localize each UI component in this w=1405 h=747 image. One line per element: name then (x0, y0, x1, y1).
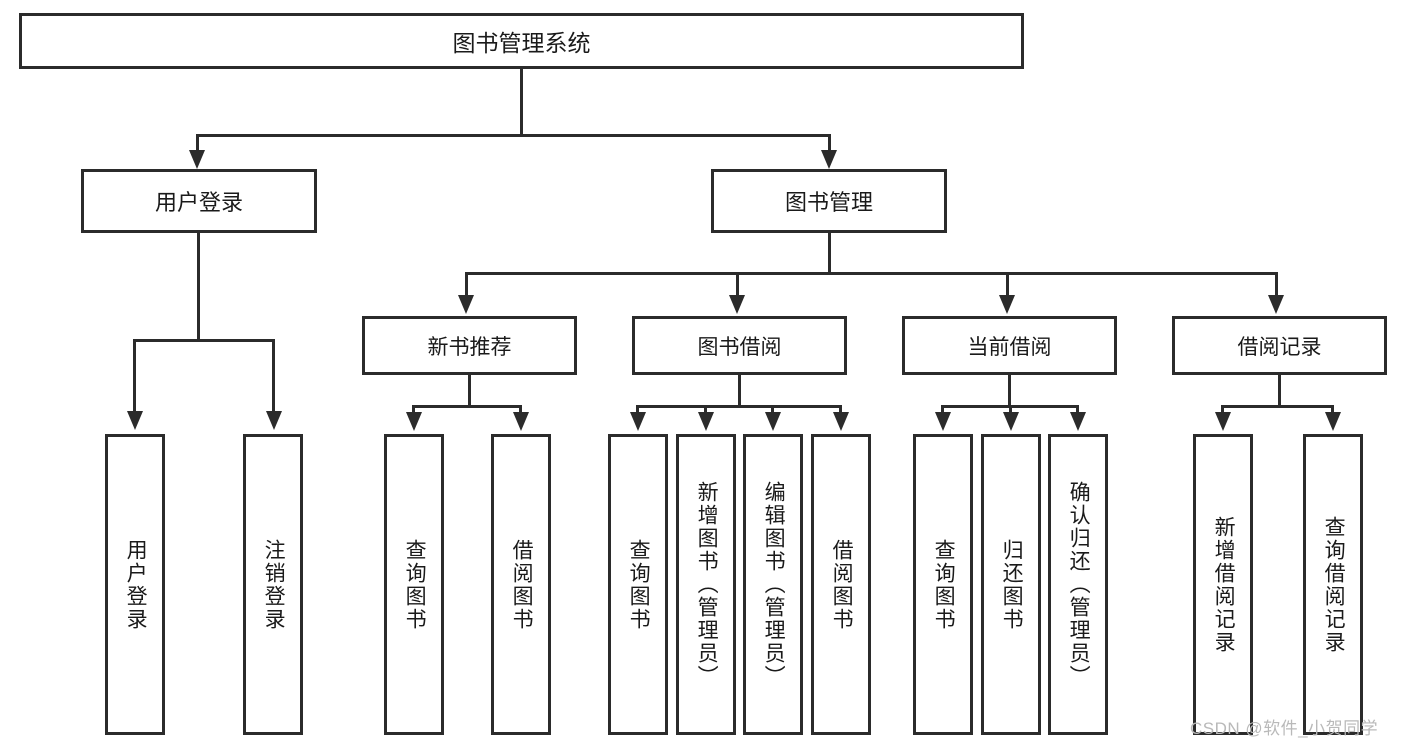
leaf-label: 新增借阅记录 (1212, 515, 1236, 654)
connector-currentborrow-stub (1008, 375, 1011, 405)
leaf-label: 查询图书 (932, 538, 956, 631)
connector-bookmanage-bus (465, 272, 1278, 275)
node-user-login[interactable]: 用户登录 (81, 169, 317, 233)
leaf-label: 新增图书（管理员） (695, 481, 719, 688)
node-new-book-recommend[interactable]: 新书推荐 (362, 316, 577, 375)
connector-borrowrecord-drop-2 (1331, 405, 1334, 413)
arrowhead-to-new-book-recommend (458, 295, 474, 314)
arrowhead-bookborrow-leaf-1 (630, 412, 646, 431)
connector-bookmanage-drop-3 (1006, 272, 1009, 296)
connector-userlogin-drop-1 (133, 339, 136, 412)
arrowhead-to-book-borrow (729, 295, 745, 314)
connector-bookborrow-bus (636, 405, 842, 408)
connector-newbook-stub (468, 375, 471, 405)
leaf-add-book-admin[interactable]: 新增图书（管理员） (676, 434, 736, 735)
connector-bookborrow-drop-1 (636, 405, 639, 413)
connector-bookmanage-drop-1 (465, 272, 468, 296)
leaf-add-borrow-record[interactable]: 新增借阅记录 (1193, 434, 1253, 735)
leaf-edit-book-admin[interactable]: 编辑图书（管理员） (743, 434, 803, 735)
node-label: 图书管理系统 (452, 30, 591, 56)
leaf-label: 归还图书 (1000, 538, 1024, 631)
arrowhead-bookborrow-leaf-2 (698, 412, 714, 431)
connector-bookborrow-drop-4 (839, 405, 842, 413)
leaf-label: 注销登录 (262, 538, 286, 631)
connector-root-bus (196, 134, 831, 137)
node-label: 图书管理 (784, 190, 873, 215)
arrowhead-bookborrow-leaf-4 (833, 412, 849, 431)
arrowhead-newbook-leaf-2 (513, 412, 529, 431)
leaf-query-borrow-record[interactable]: 查询借阅记录 (1303, 434, 1363, 735)
arrowhead-to-book-manage (821, 150, 837, 169)
node-root-system[interactable]: 图书管理系统 (19, 13, 1024, 69)
arrowhead-to-user-login (189, 150, 205, 169)
connector-root-drop-right (828, 134, 831, 151)
node-borrow-record[interactable]: 借阅记录 (1172, 316, 1387, 375)
connector-bookmanage-stub (828, 233, 831, 272)
connector-newbook-drop-1 (412, 405, 415, 413)
connector-bookborrow-stub (738, 375, 741, 405)
leaf-label: 查询图书 (627, 538, 651, 631)
connector-borrowrecord-drop-1 (1221, 405, 1224, 413)
leaf-user-login[interactable]: 用户登录 (105, 434, 165, 735)
connector-bookborrow-drop-3 (771, 405, 774, 413)
connector-bookmanage-drop-2 (736, 272, 739, 296)
node-label: 用户登录 (154, 190, 243, 215)
connector-root-stub (520, 69, 523, 134)
node-label: 借阅记录 (1237, 335, 1322, 359)
leaf-borrow-book[interactable]: 借阅图书 (811, 434, 871, 735)
leaf-query-book-current[interactable]: 查询图书 (913, 434, 973, 735)
leaf-query-book-recommend[interactable]: 查询图书 (384, 434, 444, 735)
arrowhead-userlogin-leaf-1 (127, 411, 143, 430)
connector-currentborrow-drop-3 (1076, 405, 1079, 413)
leaf-label: 查询借阅记录 (1322, 515, 1346, 654)
arrowhead-currentborrow-leaf-3 (1070, 412, 1086, 431)
leaf-label: 查询图书 (403, 538, 427, 631)
connector-newbook-drop-2 (519, 405, 522, 413)
connector-borrowrecord-bus (1221, 405, 1334, 408)
arrowhead-to-borrow-record (1268, 295, 1284, 314)
connector-borrowrecord-stub (1278, 375, 1281, 405)
connector-userlogin-bus (133, 339, 275, 342)
arrowhead-currentborrow-leaf-2 (1003, 412, 1019, 431)
node-label: 新书推荐 (427, 335, 512, 359)
leaf-label: 确认归还（管理员） (1067, 481, 1091, 688)
node-current-borrow[interactable]: 当前借阅 (902, 316, 1117, 375)
arrowhead-bookborrow-leaf-3 (765, 412, 781, 431)
leaf-query-book-borrow[interactable]: 查询图书 (608, 434, 668, 735)
leaf-label: 用户登录 (124, 538, 148, 631)
arrowhead-currentborrow-leaf-1 (935, 412, 951, 431)
connector-newbook-bus (412, 405, 522, 408)
connector-currentborrow-drop-2 (1009, 405, 1012, 413)
node-label: 当前借阅 (967, 335, 1052, 359)
node-book-borrow[interactable]: 图书借阅 (632, 316, 847, 375)
arrowhead-to-current-borrow (999, 295, 1015, 314)
connector-bookmanage-drop-4 (1275, 272, 1278, 296)
arrowhead-newbook-leaf-1 (406, 412, 422, 431)
arrowhead-userlogin-leaf-2 (266, 411, 282, 430)
connector-bookborrow-drop-2 (704, 405, 707, 413)
leaf-logout[interactable]: 注销登录 (243, 434, 303, 735)
arrowhead-borrowrecord-leaf-2 (1325, 412, 1341, 431)
leaf-return-book[interactable]: 归还图书 (981, 434, 1041, 735)
node-book-manage[interactable]: 图书管理 (711, 169, 947, 233)
leaf-confirm-return-admin[interactable]: 确认归还（管理员） (1048, 434, 1108, 735)
connector-userlogin-drop-2 (272, 339, 275, 412)
connector-currentborrow-drop-1 (941, 405, 944, 413)
node-label: 图书借阅 (697, 335, 782, 359)
leaf-borrow-book-recommend[interactable]: 借阅图书 (491, 434, 551, 735)
connector-userlogin-stub (197, 233, 200, 339)
arrowhead-borrowrecord-leaf-1 (1215, 412, 1231, 431)
leaf-label: 借阅图书 (830, 538, 854, 631)
leaf-label: 借阅图书 (510, 538, 534, 631)
leaf-label: 编辑图书（管理员） (762, 481, 786, 688)
connector-root-drop-left (196, 134, 199, 151)
csdn-watermark: CSDN @软件_小贺同学 (1190, 719, 1379, 738)
